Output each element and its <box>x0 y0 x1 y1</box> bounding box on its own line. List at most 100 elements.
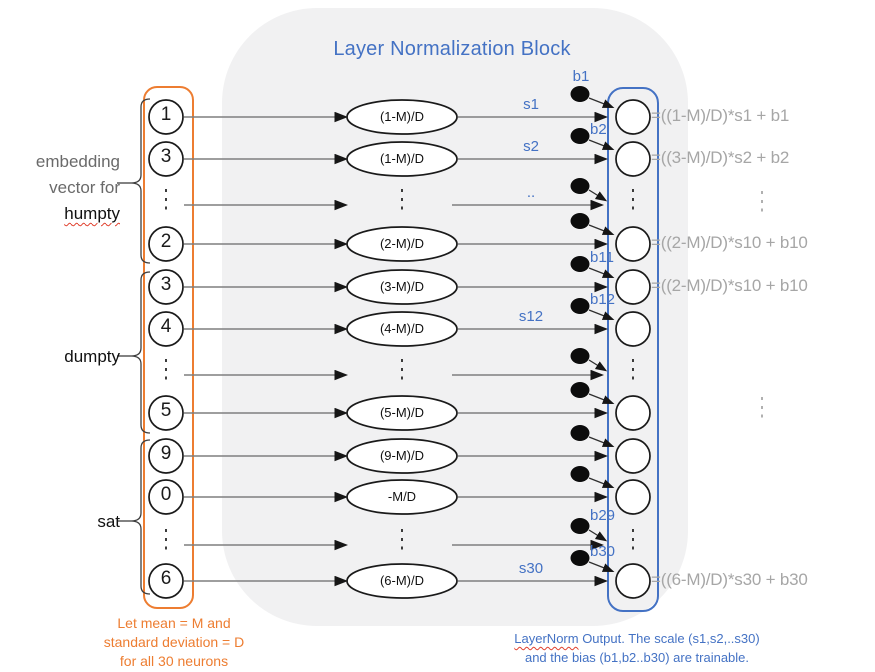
bias-dot <box>570 550 590 566</box>
output-node <box>615 438 651 474</box>
normalize-node <box>346 563 458 599</box>
normalize-node <box>346 395 458 431</box>
bias-dot <box>570 348 590 364</box>
output-node <box>615 479 651 515</box>
output-equation: =((2-M)/D)*s10 + b10 <box>651 233 808 252</box>
output-node <box>615 311 651 347</box>
layernorm-word: LayerNorm <box>514 631 579 646</box>
bias-dot <box>570 256 590 272</box>
bias-dot <box>570 213 590 229</box>
input-node <box>148 479 184 515</box>
input-ellipsis: ⋮ <box>157 525 175 554</box>
normalize-node <box>346 226 458 262</box>
bias-label: b30 <box>590 543 616 560</box>
formula-ellipsis: ⋮ <box>393 355 411 384</box>
bias-dot <box>570 298 590 314</box>
normalize-formula: (1-M)/D <box>379 109 425 124</box>
output-equation: =((6-M)/D)*s30 + b30 <box>651 570 808 589</box>
output-equation: =((3-M)/D)*s2 + b2 <box>651 148 790 167</box>
input-node <box>148 395 184 431</box>
row-1-shapes <box>148 86 651 135</box>
output-node <box>615 99 651 135</box>
normalize-node <box>346 99 458 135</box>
normalize-node <box>346 438 458 474</box>
word-humpty: humpty <box>64 204 120 223</box>
normalize-formula: (5-M)/D <box>379 405 425 420</box>
input-node <box>148 563 184 599</box>
equation-ellipsis: ⋮ <box>753 187 771 216</box>
input-value: 6 <box>160 568 172 589</box>
formula-ellipsis: ⋮ <box>393 185 411 214</box>
layernorm-output-note-line1: LayerNorm Output. The scale (s1,s2,..s30… <box>497 629 777 648</box>
normalize-formula: -M/D <box>387 489 417 504</box>
input-value: 5 <box>160 400 172 421</box>
normalize-formula: (2-M)/D <box>379 236 425 251</box>
normalize-node <box>346 479 458 515</box>
bias-dot <box>570 466 590 482</box>
normalize-formula: (4-M)/D <box>379 321 425 336</box>
scale-label: s2 <box>523 138 539 155</box>
layernorm-output-note-line2: and the bias (b1,b2..b30) are trainable. <box>524 650 750 665</box>
layernorm-note-rest: Output. The scale (s1,s2,..s30) <box>578 631 760 646</box>
input-node <box>148 141 184 177</box>
bias-dot <box>570 86 590 102</box>
embedding-label-line1: embedding <box>35 152 120 171</box>
formula-ellipsis: ⋮ <box>393 525 411 554</box>
input-ellipsis: ⋮ <box>157 355 175 384</box>
bias-dot <box>570 128 590 144</box>
input-value: 3 <box>160 274 172 295</box>
bias-label: b1 <box>572 68 590 85</box>
row-6-shapes <box>148 298 651 347</box>
output-node <box>615 563 651 599</box>
input-value: 0 <box>160 484 172 505</box>
input-value: 9 <box>160 443 172 464</box>
normalize-formula: (1-M)/D <box>379 151 425 166</box>
mean-std-note-line3: for all 30 neurons <box>119 653 229 669</box>
bias-label: b12 <box>590 291 616 308</box>
output-ellipsis: ⋮ <box>624 355 642 384</box>
word-dumpty: dumpty <box>64 347 120 366</box>
input-node <box>148 269 184 305</box>
bias-dot <box>570 425 590 441</box>
scale-label: s30 <box>518 560 544 577</box>
scale-label: s1 <box>523 96 539 113</box>
output-ellipsis: ⋮ <box>624 185 642 214</box>
input-value: 3 <box>160 146 172 167</box>
scale-label: s12 <box>518 308 544 325</box>
layernorm-output-frame <box>607 87 659 612</box>
normalize-formula: (6-M)/D <box>379 573 425 588</box>
normalize-formula: (3-M)/D <box>379 279 425 294</box>
output-node <box>615 395 651 431</box>
input-ellipsis: ⋮ <box>157 185 175 214</box>
input-node <box>148 311 184 347</box>
row-7-shapes <box>184 348 608 381</box>
diagram-title: Layer Normalization Block <box>333 38 571 60</box>
input-value: 4 <box>160 316 172 337</box>
input-node <box>148 226 184 262</box>
row-11-shapes <box>184 518 608 551</box>
input-value: 2 <box>160 231 172 252</box>
row-8-shapes <box>148 382 651 431</box>
normalize-node <box>346 141 458 177</box>
bias-label: b11 <box>590 249 614 266</box>
bias-label: b2 <box>590 121 607 138</box>
output-equation: =((1-M)/D)*s1 + b1 <box>651 106 790 125</box>
row-12-shapes <box>148 550 651 599</box>
row-9-shapes <box>148 425 651 474</box>
input-node <box>148 99 184 135</box>
output-ellipsis: ⋮ <box>624 525 642 554</box>
normalize-node <box>346 269 458 305</box>
output-equation: =((2-M)/D)*s10 + b10 <box>651 276 808 295</box>
output-node <box>615 269 651 305</box>
row-4-shapes <box>148 213 651 262</box>
row-2-shapes <box>148 128 651 177</box>
normalize-formula: (9-M)/D <box>379 448 425 463</box>
mean-std-note-line1: Let mean = M and <box>117 615 231 631</box>
normalize-node <box>346 311 458 347</box>
row-3-shapes <box>184 178 608 211</box>
equation-ellipsis-mid: ⋮ <box>753 393 771 422</box>
input-vector-frame <box>143 86 194 609</box>
embedding-label-line2: vector for <box>49 178 120 197</box>
